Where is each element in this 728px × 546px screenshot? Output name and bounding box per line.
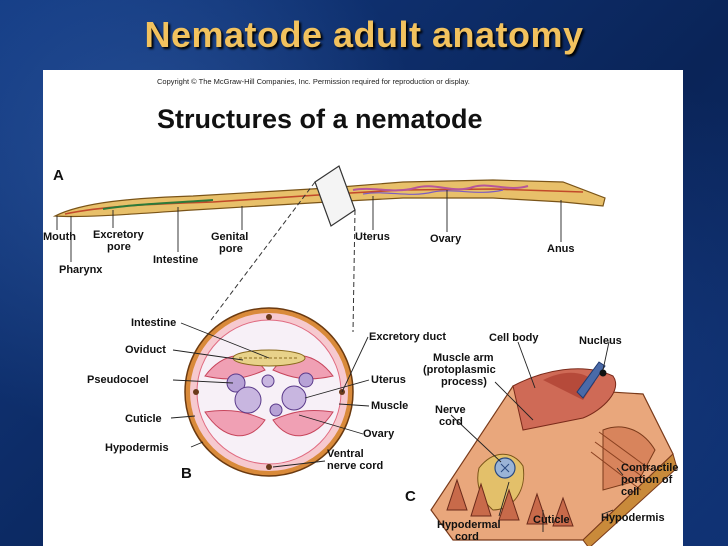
label-ventral-nerve-cord-1: Ventral	[327, 448, 364, 460]
label-excretory-pore-2: pore	[107, 241, 131, 253]
label-uterus-a: Uterus	[355, 231, 390, 243]
label-cell-body: Cell body	[489, 332, 539, 344]
label-ventral-nerve-cord-2: nerve cord	[327, 460, 383, 472]
label-muscle-b: Muscle	[371, 400, 408, 412]
label-contractile-1: Contractile	[621, 462, 678, 474]
label-hypodermis-b: Hypodermis	[105, 442, 169, 454]
label-muscle-arm-1: Muscle arm	[433, 352, 494, 364]
label-mouth: Mouth	[43, 231, 76, 243]
label-muscle-arm-3: process)	[441, 376, 487, 388]
label-contractile-2: portion of	[621, 474, 673, 486]
label-excretory-duct: Excretory duct	[369, 331, 446, 343]
label-nerve-cord-1: Nerve	[435, 404, 466, 416]
label-pseudocoel: Pseudocoel	[87, 374, 149, 386]
label-hypodermis-c: Hypodermis	[601, 512, 665, 524]
label-genital-pore-1: Genital	[211, 231, 248, 243]
copyright-notice: Copyright © The McGraw-Hill Companies, I…	[157, 77, 470, 86]
label-uterus-b: Uterus	[371, 374, 406, 386]
label-oviduct: Oviduct	[125, 344, 166, 356]
cross-section	[184, 307, 354, 477]
label-ovary-b: Ovary	[363, 428, 395, 440]
label-intestine-a: Intestine	[153, 254, 198, 266]
label-intestine-b: Intestine	[131, 317, 176, 329]
figure-panel: Copyright © The McGraw-Hill Companies, I…	[43, 70, 683, 546]
label-nucleus: Nucleus	[579, 335, 622, 347]
panel-c-letter: C	[405, 488, 416, 505]
label-contractile-3: cell	[621, 486, 639, 498]
label-hypodermal-cord-1: Hypodermal	[437, 519, 501, 531]
nucleus-dot	[599, 369, 607, 377]
panel-a-letter: A	[53, 167, 64, 184]
label-cuticle-c: Cuticle	[533, 514, 570, 526]
label-anus: Anus	[547, 243, 575, 255]
figure-title: Structures of a nematode	[157, 104, 483, 134]
label-cuticle-b: Cuticle	[125, 413, 162, 425]
label-excretory-pore-1: Excretory	[93, 229, 145, 241]
label-muscle-arm-2: (protoplasmic	[423, 364, 496, 376]
nematode-diagram: Copyright © The McGraw-Hill Companies, I…	[43, 77, 678, 546]
label-ovary-a: Ovary	[430, 233, 462, 245]
panel-b-letter: B	[181, 465, 192, 482]
label-nerve-cord-2: cord	[439, 416, 463, 428]
label-genital-pore-2: pore	[219, 243, 243, 255]
muscle-block	[430, 361, 678, 546]
label-pharynx: Pharynx	[59, 264, 103, 276]
section-cut	[314, 165, 356, 227]
label-hypodermal-cord-2: cord	[455, 531, 479, 543]
slide-title: Nematode adult anatomy	[144, 14, 584, 55]
